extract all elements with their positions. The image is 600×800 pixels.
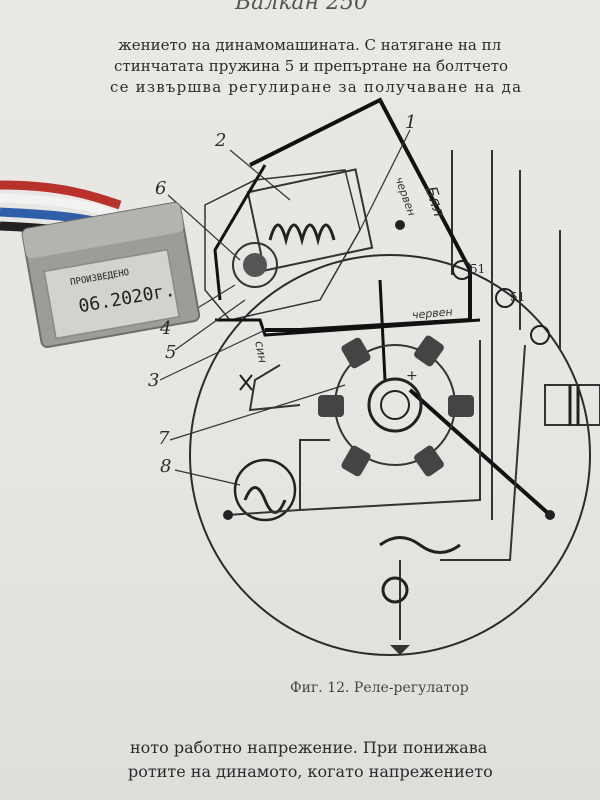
terminal-label-plus: + <box>406 368 418 384</box>
paragraph-line-1: жението на динамомашината. С натягане на… <box>118 36 502 54</box>
switch-contact <box>381 576 409 604</box>
drawn-wire-black <box>378 279 387 381</box>
paragraph-bottom-line-2: ротите на динамото, когато напрежението <box>128 762 493 781</box>
wire-line <box>227 439 330 516</box>
handwritten-header: Балкан 250 <box>235 0 369 15</box>
figure-caption: Фиг. 12. Реле-регулатор <box>290 680 469 696</box>
armature <box>367 377 423 433</box>
drawn-wire-black <box>213 164 267 301</box>
paragraph-line-3: се извършва регулиране за получаване на … <box>110 78 523 96</box>
paragraph-line-2: стинчатата пружина 5 и препъртане на бол… <box>114 57 509 75</box>
callout-4: 4 <box>160 318 172 339</box>
regulator-housing-circle <box>189 254 591 656</box>
switch-symbol <box>379 536 461 554</box>
handwritten-x-mark <box>239 374 253 391</box>
lamp-filament <box>243 486 287 514</box>
terminal-51b <box>495 288 515 308</box>
wire-line <box>299 340 481 511</box>
callout-1: 1 <box>405 112 417 133</box>
coil-winding <box>268 223 336 246</box>
brush-holders <box>318 335 474 477</box>
callout-5: 5 <box>165 342 177 363</box>
contact-center <box>243 253 267 277</box>
callout-3: 3 <box>148 370 160 391</box>
callout-2: 2 <box>215 130 227 151</box>
drawn-wire-black <box>249 97 472 332</box>
wire-white <box>0 193 117 220</box>
indicator-lamp <box>233 458 297 522</box>
wire-red <box>0 180 122 210</box>
callout-6: 6 <box>155 178 167 199</box>
drawn-wire-black <box>215 318 481 337</box>
callout-8: 8 <box>160 456 172 477</box>
capacitor <box>544 384 600 426</box>
wire-line <box>440 344 526 561</box>
junction-dot <box>545 510 555 520</box>
junction-dot <box>395 220 405 230</box>
paragraph-bottom-line-1: ното работно напрежение. При понижава <box>130 738 488 757</box>
terminal-31 <box>530 325 550 345</box>
relay-bracket <box>204 169 361 321</box>
terminal-label-51b: 51 <box>510 290 526 304</box>
wire-line <box>248 364 301 412</box>
contact-spring <box>232 242 278 288</box>
relay-coil-frame <box>246 168 374 272</box>
ground-symbol <box>390 645 410 655</box>
terminal-label-51: 51 <box>470 262 486 276</box>
junction-dot <box>223 510 233 520</box>
callout-7: 7 <box>158 428 170 449</box>
terminal-51 <box>452 260 472 280</box>
armature-core <box>380 390 410 420</box>
regulator-module <box>21 201 201 348</box>
